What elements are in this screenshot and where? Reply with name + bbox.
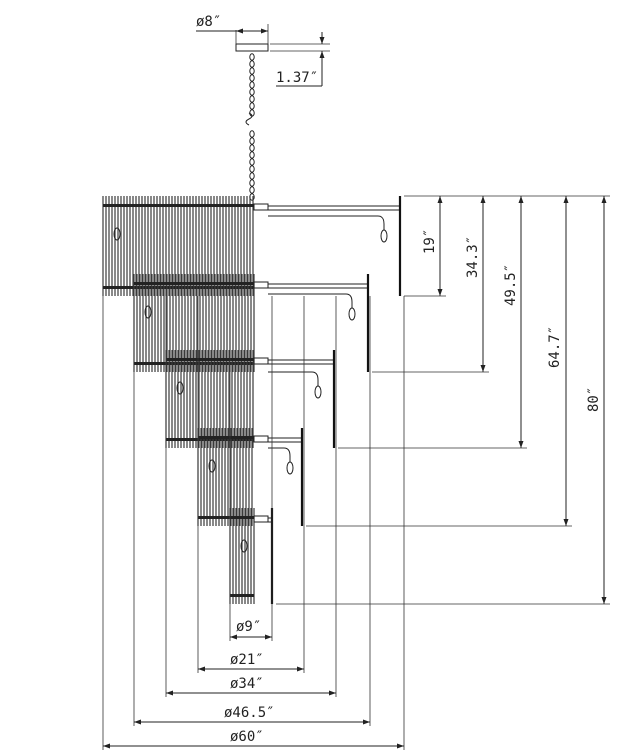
chain (245, 53, 255, 201)
candle-bulb (144, 305, 152, 319)
tier-3 (165, 350, 336, 448)
candle-bulb (380, 229, 388, 243)
diameter-label-21: ø21″ (230, 652, 264, 668)
candle-arm (268, 447, 291, 462)
tier-top-band (103, 204, 254, 207)
chain-link (249, 81, 255, 89)
tier-4 (197, 428, 304, 526)
tier-bottom-band (198, 516, 254, 519)
height-label-64-7: 64.7″ (547, 326, 563, 368)
height-label-49-5: 49.5″ (503, 264, 519, 306)
canopy-height-dimension (270, 32, 330, 87)
chain-link (249, 151, 255, 159)
tier-top-band (134, 282, 254, 285)
height-dimensions (276, 195, 610, 605)
chain-link (249, 186, 255, 194)
chain-link (249, 172, 255, 180)
tier-2 (133, 274, 370, 372)
chain-link (249, 130, 255, 138)
chandelier-tiers (102, 196, 402, 604)
chain-link (249, 137, 255, 145)
diameter-label-9: ø9″ (236, 619, 261, 635)
canopy-height-label: 1.37″ (276, 70, 318, 86)
candle-bulb (348, 307, 356, 321)
chain-link (249, 88, 255, 96)
diameter-dimensions (102, 296, 405, 750)
canopy-diameter-dimension (196, 24, 269, 44)
chain-link (249, 158, 255, 166)
candle-bulb (176, 381, 184, 395)
tier-hub (253, 203, 269, 211)
canopy-diameter-label: ø8″ (196, 14, 221, 30)
tier-top-band (166, 358, 254, 361)
tier-hub (253, 357, 269, 365)
diameter-label-34: ø34″ (230, 676, 264, 692)
candle-bulb (314, 385, 322, 399)
tier-1 (102, 196, 402, 296)
height-label-34-3: 34.3″ (465, 236, 481, 278)
chain-link (249, 102, 255, 110)
chain-link (249, 179, 255, 187)
candle-bulb (240, 539, 248, 553)
tier-hub (253, 281, 269, 289)
tier-hub (253, 435, 269, 443)
candle-bulb (208, 459, 216, 473)
chain-link (249, 60, 255, 68)
candle-bulb (113, 227, 121, 241)
candle-arm (268, 293, 353, 308)
chain-link (249, 53, 255, 61)
tier-bottom-band (134, 362, 254, 365)
height-label-19: 19″ (422, 229, 438, 254)
tier-5 (229, 508, 274, 604)
chain-break-mark (245, 112, 253, 126)
candle-arm (268, 371, 319, 386)
chain-link (249, 165, 255, 173)
tier-hub (253, 515, 269, 523)
diameter-label-46-5: ø46.5″ (224, 705, 275, 721)
tier-top-band (230, 516, 254, 519)
candle-arm (268, 215, 385, 230)
tier-top-band (198, 436, 254, 439)
chain-link (249, 67, 255, 75)
canopy (235, 43, 269, 52)
height-label-80: 80″ (586, 387, 602, 412)
diameter-label-60: ø60″ (230, 729, 264, 745)
chain-link (249, 74, 255, 82)
tier-bottom-band (230, 594, 254, 597)
chain-link (249, 144, 255, 152)
chain-link (249, 95, 255, 103)
candle-bulb (286, 461, 294, 475)
